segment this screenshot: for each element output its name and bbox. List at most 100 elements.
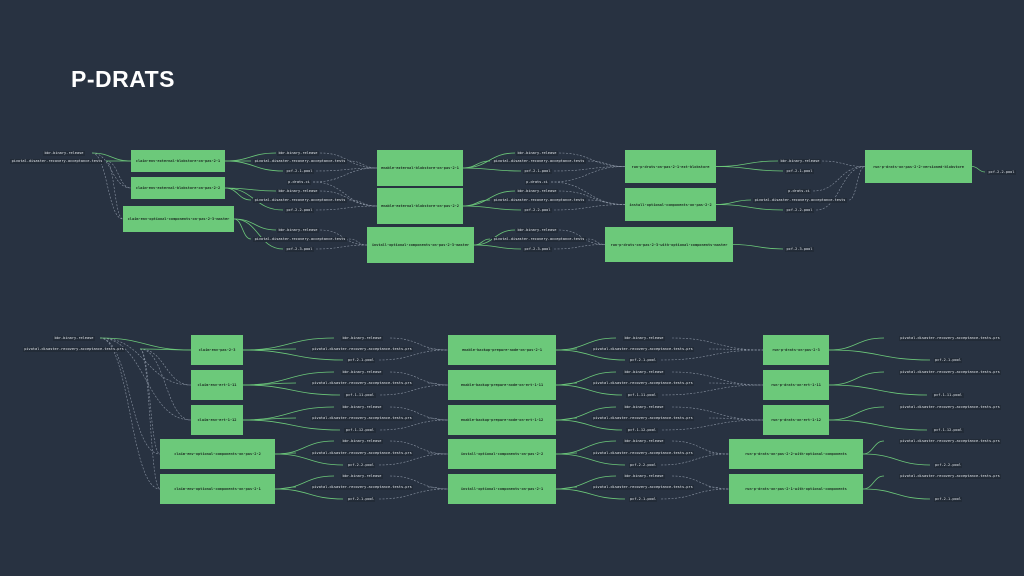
resource-node-pcf-2-1-pool[interactable]: pcf-2-1-pool [625, 496, 661, 502]
resource-node-bbr-binary-release[interactable]: bbr-binary-release [334, 438, 390, 444]
resource-node-bbr-binary-release[interactable]: bbr-binary-release [515, 188, 559, 194]
job-node-install-optional-components-on-pas-2-1[interactable]: install-optional-components-on-pas-2-1 [448, 474, 556, 504]
resource-node-bbr-binary-release[interactable]: bbr-binary-release [48, 335, 100, 341]
job-node-run-p-drats-on-pas-2-3-with-optional-components-master[interactable]: run-p-drats-on-pas-2-3-with-optional-com… [605, 227, 733, 262]
resource-node-pivotal-disaster-recovery-acceptance-tests[interactable]: pivotal-disaster-recovery-acceptance-tes… [251, 158, 349, 164]
resource-node-pivotal-disaster-recovery-acceptance-tests-prs[interactable]: pivotal-disaster-recovery-acceptance-tes… [296, 484, 428, 490]
resource-node-pivotal-disaster-recovery-acceptance-tests[interactable]: pivotal-disaster-recovery-acceptance-tes… [490, 158, 588, 164]
resource-node-bbr-binary-release[interactable]: bbr-binary-release [276, 227, 320, 233]
resource-node-bbr-binary-release[interactable]: bbr-binary-release [334, 369, 390, 375]
job-node-run-p-drats-on-pas-2-3[interactable]: run-p-drats-on-pas-2-3 [763, 335, 829, 365]
job-node-claim-env-ert-1-12[interactable]: claim-env-ert-1-12 [191, 405, 243, 435]
resource-node-bbr-binary-release[interactable]: bbr-binary-release [334, 335, 390, 341]
job-node-enable-backup-prepare-node-on-ert-1-11[interactable]: enable-backup-prepare-node-on-ert-1-11 [448, 370, 556, 400]
resource-node-pcf-2-3-pool[interactable]: pcf-2-3-pool [521, 246, 554, 252]
resource-node-bbr-binary-release[interactable]: bbr-binary-release [778, 158, 822, 164]
job-node-claim-env-optional-components-on-pas-2-1[interactable]: claim-env-optional-components-on-pas-2-1 [160, 474, 275, 504]
job-node-install-optional-components-on-pas-2-2[interactable]: install-optional-components-on-pas-2-2 [448, 439, 556, 469]
resource-node-pcf-1-11-pool[interactable]: pcf-1-11-pool [927, 392, 969, 398]
resource-node-pivotal-disaster-recovery-acceptance-tests[interactable]: pivotal-disaster-recovery-acceptance-tes… [8, 158, 106, 164]
resource-node-bbr-binary-release[interactable]: bbr-binary-release [334, 473, 390, 479]
resource-node-pcf-2-1-pool[interactable]: pcf-2-1-pool [625, 357, 661, 363]
job-node-run-p-drats-on-ert-1-11[interactable]: run-p-drats-on-ert-1-11 [763, 370, 829, 400]
job-node-enable-backup-prepare-node-on-pas-2-1[interactable]: enable-backup-prepare-node-on-pas-2-1 [448, 335, 556, 365]
resource-node-bbr-binary-release[interactable]: bbr-binary-release [616, 335, 672, 341]
resource-node-pcf-1-12-pool[interactable]: pcf-1-12-pool [927, 427, 969, 433]
resource-node-pcf-2-2-pool[interactable]: pcf-2-2-pool [985, 169, 1018, 175]
resource-node-pcf-2-2-pool[interactable]: pcf-2-2-pool [343, 462, 379, 468]
resource-node-bbr-binary-release[interactable]: bbr-binary-release [515, 227, 559, 233]
resource-node-p-drats-ci[interactable]: p-drats-ci [285, 179, 313, 185]
job-node-enable-backup-prepare-node-on-ert-1-12[interactable]: enable-backup-prepare-node-on-ert-1-12 [448, 405, 556, 435]
resource-node-pivotal-disaster-recovery-acceptance-tests-prs[interactable]: pivotal-disaster-recovery-acceptance-tes… [296, 415, 428, 421]
job-node-run-p-drats-on-pas-2-1-ext-blobstore[interactable]: run-p-drats-on-pas-2-1-ext-blobstore [625, 150, 716, 183]
output-edge-solid [242, 384, 341, 396]
resource-node-pivotal-disaster-recovery-acceptance-tests-prs[interactable]: pivotal-disaster-recovery-acceptance-tes… [577, 484, 709, 490]
job-node-claim-env-external-blobstore-on-pas-2-2[interactable]: claim-env-external-blobstore-on-pas-2-2 [131, 177, 225, 199]
job-node-run-p-drats-on-ert-1-12[interactable]: run-p-drats-on-ert-1-12 [763, 405, 829, 435]
resource-node-pcf-2-1-pool[interactable]: pcf-2-1-pool [930, 496, 966, 502]
resource-node-pcf-1-11-pool[interactable]: pcf-1-11-pool [340, 392, 380, 398]
resource-node-p-drats-ci[interactable]: p-drats-ci [785, 188, 813, 194]
resource-node-pcf-2-2-pool[interactable]: pcf-2-2-pool [521, 207, 554, 213]
resource-node-pivotal-disaster-recovery-acceptance-tests[interactable]: pivotal-disaster-recovery-acceptance-tes… [251, 197, 349, 203]
resource-node-pcf-2-1-pool[interactable]: pcf-2-1-pool [343, 357, 379, 363]
resource-node-bbr-binary-release[interactable]: bbr-binary-release [36, 150, 92, 156]
resource-node-pivotal-disaster-recovery-acceptance-tests-prs[interactable]: pivotal-disaster-recovery-acceptance-tes… [577, 346, 709, 352]
resource-node-pivotal-disaster-recovery-acceptance-tests-prs[interactable]: pivotal-disaster-recovery-acceptance-tes… [884, 473, 1016, 479]
resource-node-pivotal-disaster-recovery-acceptance-tests-prs[interactable]: pivotal-disaster-recovery-acceptance-tes… [296, 380, 428, 386]
resource-node-bbr-binary-release[interactable]: bbr-binary-release [276, 188, 320, 194]
job-node-enable-external-blobstore-on-pas-2-1[interactable]: enable-external-blobstore-on-pas-2-1 [377, 150, 463, 186]
resource-node-bbr-binary-release[interactable]: bbr-binary-release [616, 404, 672, 410]
resource-node-bbr-binary-release[interactable]: bbr-binary-release [515, 150, 559, 156]
resource-node-bbr-binary-release[interactable]: bbr-binary-release [334, 404, 390, 410]
job-node-run-p-drats-on-pas-2-2-with-optional-components[interactable]: run-p-drats-on-pas-2-2-with-optional-com… [729, 439, 863, 469]
resource-node-pivotal-disaster-recovery-acceptance-tests-prs[interactable]: pivotal-disaster-recovery-acceptance-tes… [296, 346, 428, 352]
resource-node-pivotal-disaster-recovery-acceptance-tests[interactable]: pivotal-disaster-recovery-acceptance-tes… [490, 236, 588, 242]
job-node-claim-env-external-blobstore-on-pas-2-1[interactable]: claim-env-external-blobstore-on-pas-2-1 [131, 150, 225, 172]
resource-node-pivotal-disaster-recovery-acceptance-tests[interactable]: pivotal-disaster-recovery-acceptance-tes… [251, 236, 349, 242]
job-node-claim-env-optional-components-on-pas-2-2[interactable]: claim-env-optional-components-on-pas-2-2 [160, 439, 275, 469]
resource-node-pivotal-disaster-recovery-acceptance-tests-prs[interactable]: pivotal-disaster-recovery-acceptance-tes… [884, 335, 1016, 341]
resource-node-pivotal-disaster-recovery-acceptance-tests-prs[interactable]: pivotal-disaster-recovery-acceptance-tes… [884, 404, 1016, 410]
job-node-run-p-drats-on-pas-2-2-versioned-blobstore[interactable]: run-p-drats-on-pas-2-2-versioned-blobsto… [865, 150, 972, 183]
job-node-claim-env-ert-1-11[interactable]: claim-env-ert-1-11 [191, 370, 243, 400]
resource-node-bbr-binary-release[interactable]: bbr-binary-release [616, 473, 672, 479]
job-node-install-optional-components-on-pas-2-2[interactable]: install-optional-components-on-pas-2-2 [625, 188, 716, 221]
resource-node-bbr-binary-release[interactable]: bbr-binary-release [276, 150, 320, 156]
resource-node-pcf-1-12-pool[interactable]: pcf-1-12-pool [622, 427, 662, 433]
resource-node-pivotal-disaster-recovery-acceptance-tests-prs[interactable]: pivotal-disaster-recovery-acceptance-tes… [884, 369, 1016, 375]
resource-node-label: pcf-2-1-pool [346, 357, 376, 363]
resource-node-p-drats-ci[interactable]: p-drats-ci [523, 179, 551, 185]
resource-node-pivotal-disaster-recovery-acceptance-tests-prs[interactable]: pivotal-disaster-recovery-acceptance-tes… [296, 450, 428, 456]
resource-node-pcf-2-1-pool[interactable]: pcf-2-1-pool [930, 357, 966, 363]
resource-node-pivotal-disaster-recovery-acceptance-tests-prs[interactable]: pivotal-disaster-recovery-acceptance-tes… [8, 346, 140, 352]
job-node-claim-env-optional-components-on-pas-2-3-master[interactable]: claim-env-optional-components-on-pas-2-3… [123, 206, 234, 232]
resource-node-bbr-binary-release[interactable]: bbr-binary-release [616, 438, 672, 444]
resource-node-pcf-2-1-pool[interactable]: pcf-2-1-pool [283, 168, 316, 174]
resource-node-pcf-2-3-pool[interactable]: pcf-2-3-pool [783, 246, 816, 252]
job-node-enable-external-blobstore-on-pas-2-2[interactable]: enable-external-blobstore-on-pas-2-2 [377, 188, 463, 224]
resource-node-pivotal-disaster-recovery-acceptance-tests[interactable]: pivotal-disaster-recovery-acceptance-tes… [751, 197, 849, 203]
resource-node-pcf-2-2-pool[interactable]: pcf-2-2-pool [930, 462, 966, 468]
job-node-label: run-p-drats-on-pas-2-2-with-optional-com… [745, 452, 847, 456]
resource-node-bbr-binary-release[interactable]: bbr-binary-release [616, 369, 672, 375]
resource-node-pcf-1-11-pool[interactable]: pcf-1-11-pool [622, 392, 662, 398]
job-node-run-p-drats-on-pas-2-1-with-optional-components[interactable]: run-p-drats-on-pas-2-1-with-optional-com… [729, 474, 863, 504]
resource-node-pcf-1-12-pool[interactable]: pcf-1-12-pool [340, 427, 380, 433]
resource-node-pcf-2-2-pool[interactable]: pcf-2-2-pool [783, 207, 816, 213]
resource-node-pivotal-disaster-recovery-acceptance-tests-prs[interactable]: pivotal-disaster-recovery-acceptance-tes… [577, 450, 709, 456]
trigger-edge-dashed [389, 440, 449, 455]
resource-node-pcf-2-3-pool[interactable]: pcf-2-3-pool [283, 246, 316, 252]
job-node-install-optional-components-on-pas-2-3-master[interactable]: install-optional-components-on-pas-2-3-m… [367, 227, 474, 263]
resource-node-pcf-2-1-pool[interactable]: pcf-2-1-pool [343, 496, 379, 502]
job-node-claim-env-pas-2-3[interactable]: claim-env-pas-2-3 [191, 335, 243, 365]
resource-node-pcf-2-1-pool[interactable]: pcf-2-1-pool [521, 168, 554, 174]
resource-node-pcf-2-2-pool[interactable]: pcf-2-2-pool [625, 462, 661, 468]
resource-node-pivotal-disaster-recovery-acceptance-tests[interactable]: pivotal-disaster-recovery-acceptance-tes… [490, 197, 588, 203]
resource-node-pcf-2-1-pool[interactable]: pcf-2-1-pool [783, 168, 816, 174]
resource-node-pivotal-disaster-recovery-acceptance-tests-prs[interactable]: pivotal-disaster-recovery-acceptance-tes… [884, 438, 1016, 444]
resource-node-pivotal-disaster-recovery-acceptance-tests-prs[interactable]: pivotal-disaster-recovery-acceptance-tes… [577, 415, 709, 421]
resource-node-pivotal-disaster-recovery-acceptance-tests-prs[interactable]: pivotal-disaster-recovery-acceptance-tes… [577, 380, 709, 386]
resource-node-pcf-2-2-pool[interactable]: pcf-2-2-pool [283, 207, 316, 213]
